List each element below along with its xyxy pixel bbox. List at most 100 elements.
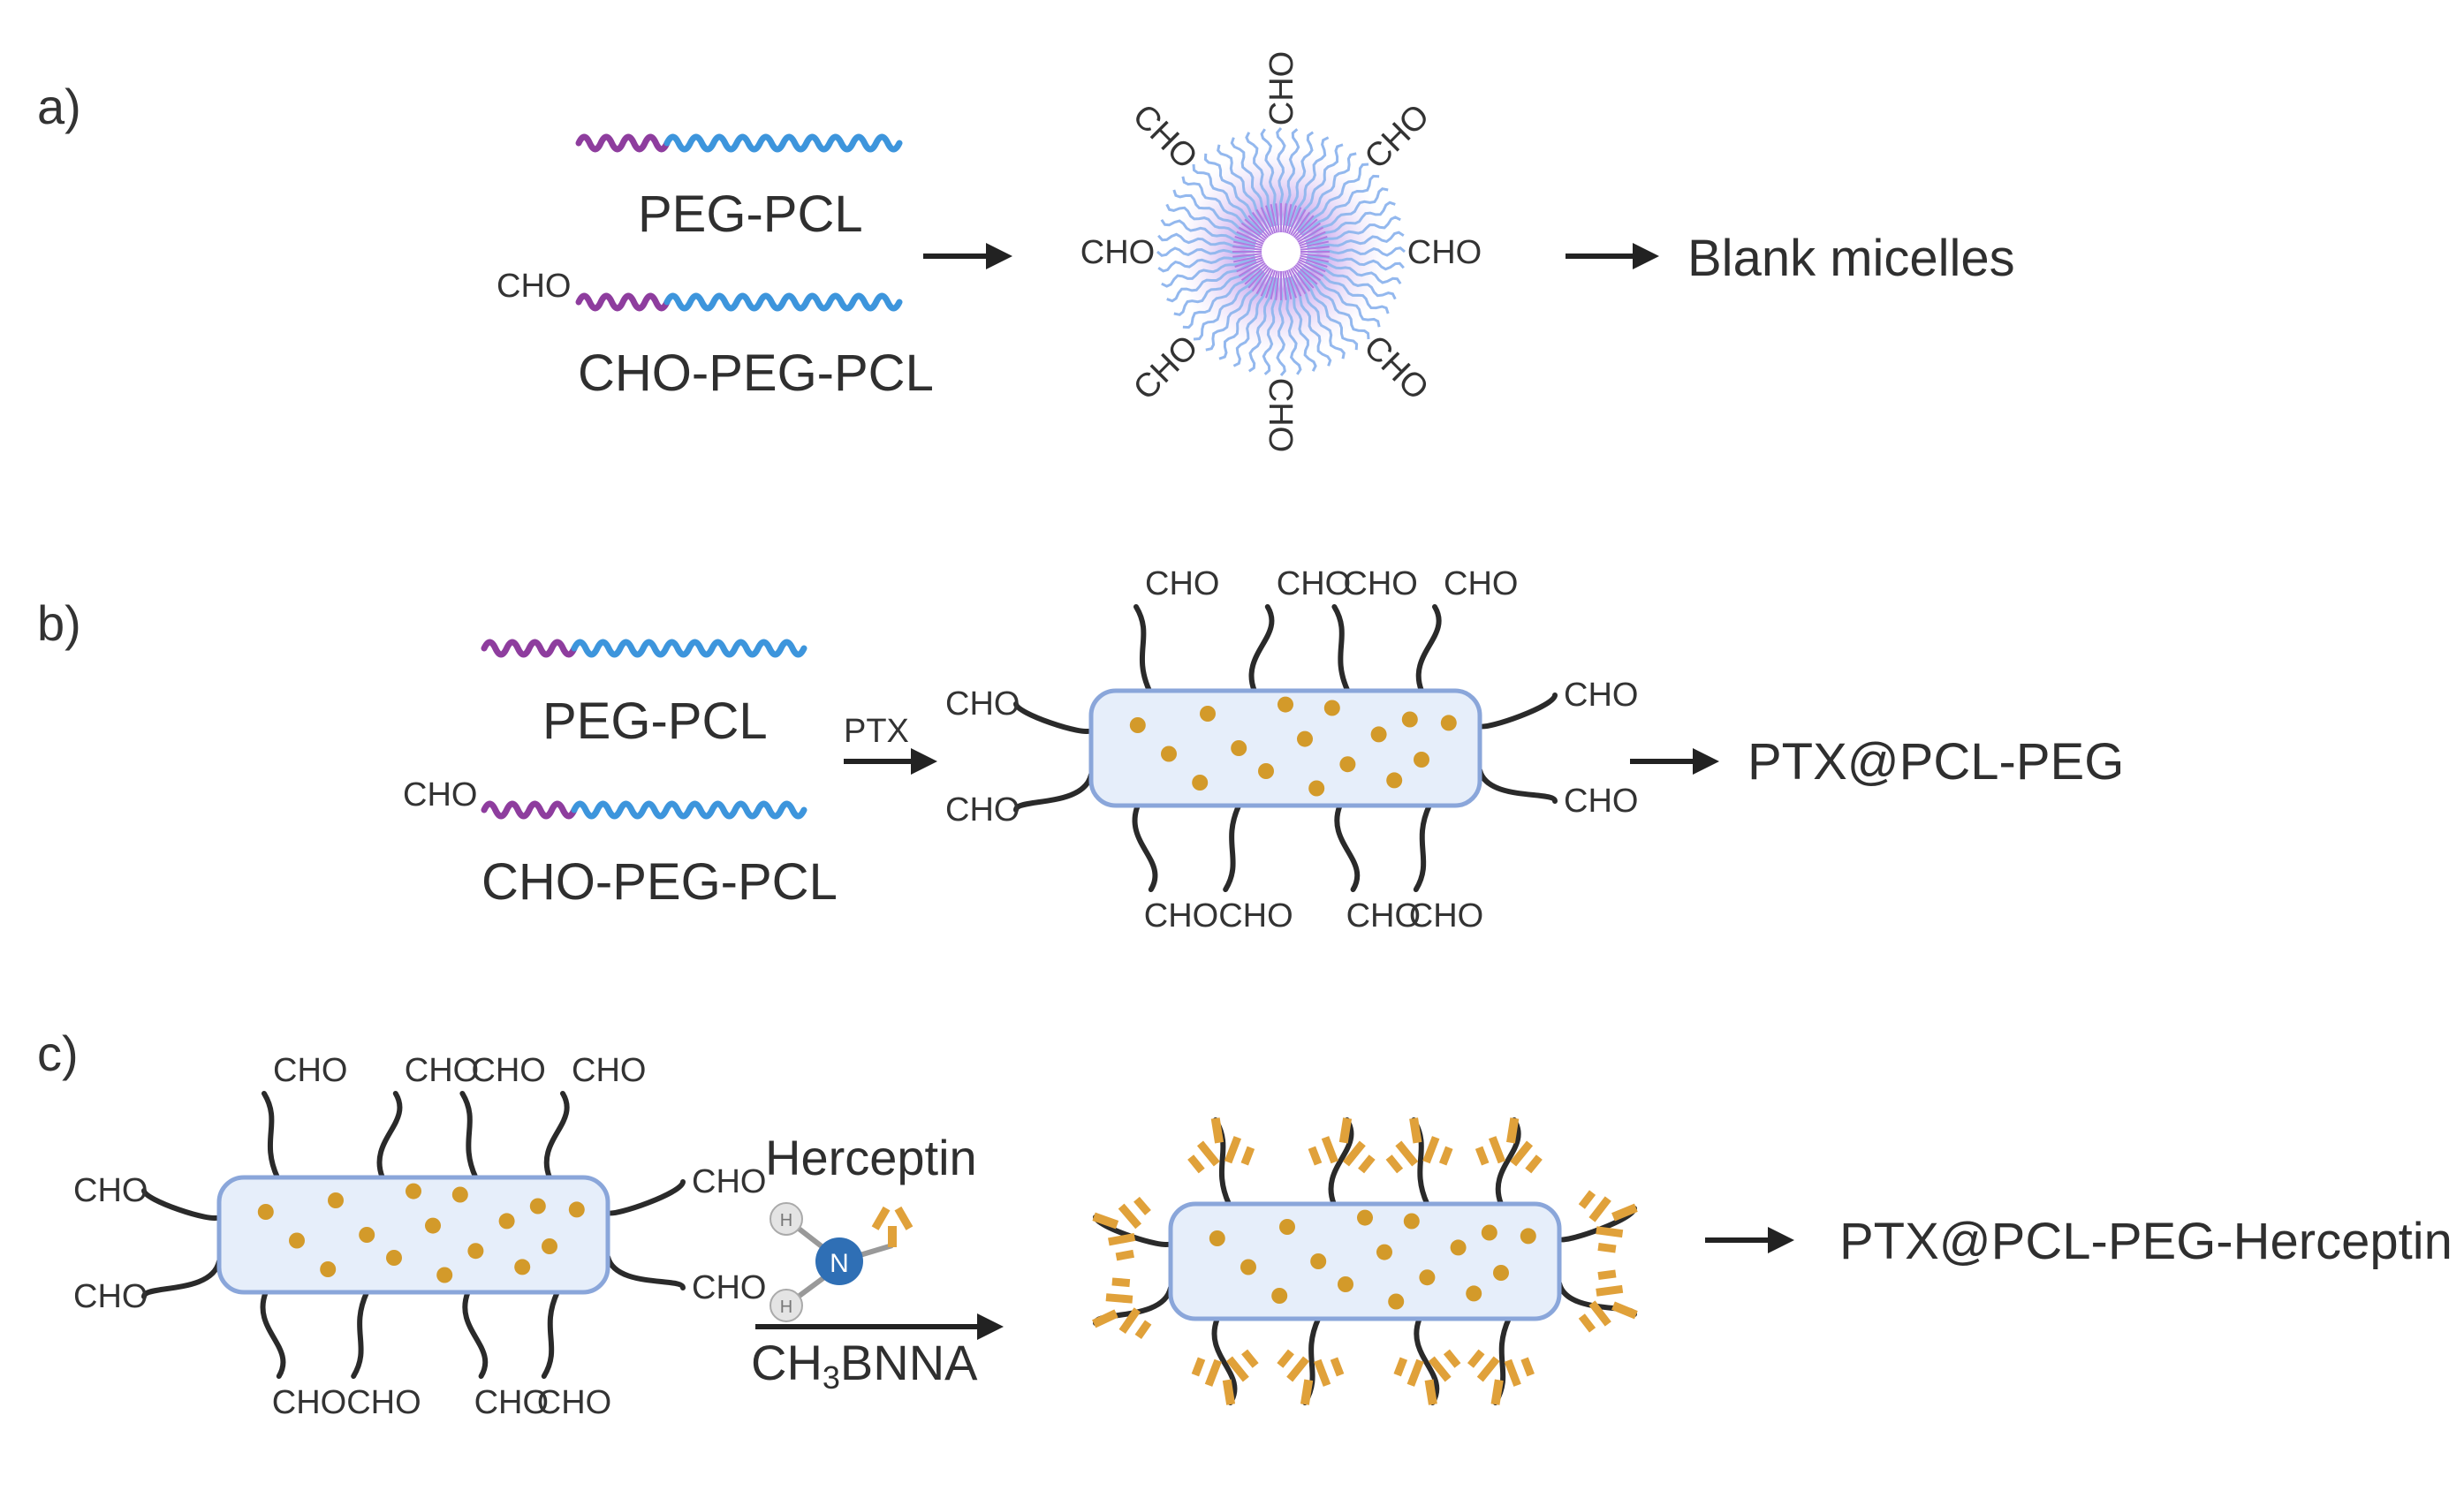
micelle-core-chain — [1236, 259, 1264, 273]
ptx-drug-dot — [1271, 1288, 1288, 1304]
micelle-core-chain — [1297, 226, 1324, 243]
hydrogen-atom-1-label: H — [780, 1211, 792, 1230]
micelle-core-chain — [1294, 263, 1318, 285]
cho-group-label: CHO — [1409, 897, 1483, 935]
cho-group-label: CHO — [1564, 783, 1638, 820]
ptx-drug-dot — [1277, 696, 1293, 713]
peg-tether — [1414, 1316, 1440, 1405]
peg-pcl-label-a: PEG-PCL — [638, 185, 863, 243]
peg-tether — [541, 1290, 560, 1379]
peg-pcl-label-b: PEG-PCL — [542, 692, 768, 750]
peg-tether — [605, 1179, 686, 1216]
ptx-drug-dot — [1440, 715, 1457, 731]
micelle-core-chain — [1234, 256, 1263, 268]
pcl-block — [663, 133, 903, 153]
micelle-core-chain — [1236, 231, 1264, 245]
cho-peg-pcl-chain-a — [575, 292, 903, 312]
peg-tether — [1413, 803, 1432, 892]
peg-tether — [1132, 803, 1158, 892]
herceptin-label: Herceptin — [765, 1130, 977, 1185]
micelle-arm — [1232, 276, 1272, 367]
peg-tether — [376, 1091, 403, 1180]
ptx-drug-dot — [1297, 730, 1313, 747]
micelle-core-chain — [1260, 207, 1274, 235]
micelle-core-chain — [1290, 208, 1307, 236]
antibody-icon — [1578, 1190, 1638, 1253]
micelle-core — [1263, 234, 1299, 269]
micelle-core-chain — [1275, 270, 1280, 300]
micelle-core-chain — [1300, 246, 1330, 251]
peg-block — [575, 292, 671, 312]
hydrogen-atom-2 — [770, 1289, 803, 1322]
ptx-pcl-peg-label: PTX@PCL-PEG — [1748, 733, 2124, 791]
micelle-core-chain — [1299, 236, 1328, 247]
micelle-arm — [1286, 276, 1317, 372]
cho-group-label: CHO — [1346, 897, 1421, 935]
micelle-capsule — [1088, 688, 1482, 808]
pcl-block — [663, 292, 903, 312]
peg-tether — [1477, 768, 1558, 804]
micelle-arm — [1260, 128, 1279, 226]
peg-tether — [1334, 803, 1361, 892]
micelle-core-chain — [1234, 236, 1263, 247]
peg-tether — [543, 1091, 570, 1180]
cho-group-label: CHO — [73, 1278, 148, 1315]
micelle-core-chain — [1285, 269, 1297, 299]
micelle-core-chain — [1240, 262, 1266, 282]
cho-group-label: CHO — [1343, 565, 1417, 602]
hydrazide-reagent-icon: H H N — [770, 1202, 914, 1322]
ptx-drug-dot — [1414, 752, 1429, 768]
ptx-drug-dot — [1231, 740, 1247, 756]
micelle-core-chain — [1298, 231, 1326, 245]
micelle-arm — [1306, 257, 1402, 285]
micelle-arm — [1160, 218, 1256, 246]
micelle-core-chain — [1232, 254, 1262, 263]
peg-tether — [1013, 701, 1094, 734]
antibody-icon — [1092, 1196, 1151, 1261]
micelle-cho-label: CHO — [1263, 51, 1300, 125]
peg-pcl-chain-a — [575, 133, 903, 153]
ptx-drug-dot — [1466, 1285, 1482, 1302]
micelle-arm — [1192, 163, 1263, 234]
micelle-core-chain — [1298, 259, 1326, 273]
peg-tether — [260, 1290, 286, 1379]
reagent-label: CH3BNNA — [751, 1335, 978, 1396]
micelle-arm — [1193, 269, 1263, 341]
micelle-core-chain — [1238, 226, 1265, 243]
ptx-drug-dot — [1240, 1259, 1256, 1275]
ptx-drug-dot — [425, 1217, 441, 1234]
peg-tether — [262, 1091, 280, 1180]
micelle-arm — [1290, 136, 1330, 228]
panel-c-label: c) — [37, 1025, 79, 1081]
ptx-drug-dot — [1161, 745, 1177, 762]
peg-tether — [1248, 604, 1275, 693]
peg-tether — [141, 1188, 222, 1221]
micelle-arm — [1247, 276, 1276, 373]
antibody-icon — [871, 1206, 914, 1247]
micelle-core-chain — [1270, 203, 1278, 233]
micelle-arm — [1306, 216, 1401, 246]
micelle-core-chain — [1292, 211, 1311, 237]
cho-group-label: CHO — [945, 791, 1020, 829]
micelle-arm — [1286, 131, 1315, 227]
cho-group-label: CHO — [474, 1384, 549, 1421]
micelle-arm — [1299, 163, 1369, 234]
ptx-drug-dot — [1388, 1293, 1405, 1310]
peg-tether — [1013, 772, 1094, 813]
ptx-drug-dot — [289, 1232, 305, 1249]
ptx-drug-dot — [328, 1192, 344, 1208]
micelle-core-chain — [1275, 203, 1280, 233]
micelle-arm — [1296, 271, 1359, 351]
ptx-reagent-label: PTX — [844, 713, 909, 750]
micelle-cho-label: CHO — [1080, 234, 1155, 271]
cho-group-label: CHO — [405, 1052, 479, 1089]
reagent-antibody-icon — [871, 1206, 914, 1247]
ptx-drug-dot — [1370, 726, 1387, 743]
micelle-core-chain — [1296, 222, 1322, 241]
peg-tether — [1415, 604, 1442, 693]
ptx-drug-dot — [406, 1183, 421, 1200]
micelle-core-chain — [1251, 267, 1270, 292]
